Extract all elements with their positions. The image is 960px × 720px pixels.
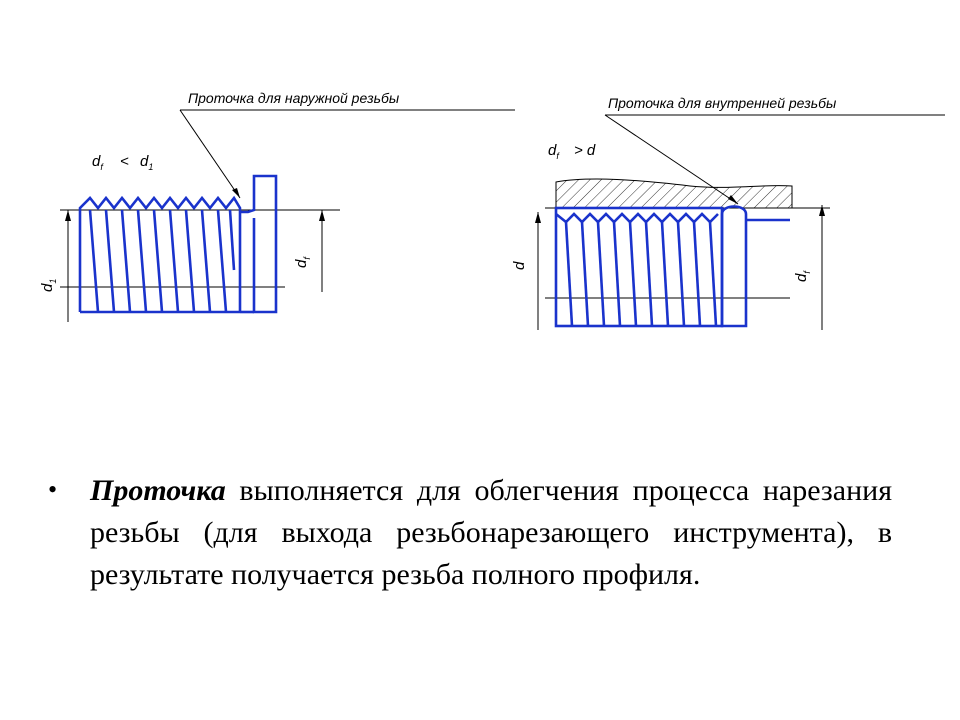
left-callout-leader <box>179 109 241 199</box>
internal-thread-view: Проточка для внутренней резьбы df > d d … <box>511 95 945 330</box>
left-leader-arrowhead <box>232 188 240 198</box>
right-compare-label: > d <box>574 142 596 159</box>
explanation-text: Проточка выполняется для облегчения проц… <box>90 470 892 596</box>
internal-thread-profile <box>554 205 790 328</box>
left-d1-label: d1 <box>140 153 153 172</box>
df-dimension-label: df <box>293 256 312 268</box>
external-thread-view: Проточка для наружной резьбы df < d1 d1 … <box>39 90 515 322</box>
right-df-dimension-label: df <box>793 270 812 282</box>
explanation-bullet: • Проточка выполняется для облегчения пр… <box>48 470 898 596</box>
left-df-label: df <box>92 153 104 172</box>
left-callout-label: Проточка для наружной резьбы <box>188 90 400 106</box>
explanation-body: выполняется для облегчения процесса наре… <box>90 474 892 591</box>
d1-arrowhead <box>65 210 71 221</box>
housing-section-hatch <box>555 178 793 209</box>
term-bold: Проточка <box>90 474 226 507</box>
right-callout-label: Проточка для внутренней резьбы <box>608 95 837 111</box>
d-arrowhead <box>535 212 541 223</box>
d1-dimension-label: d1 <box>39 279 58 292</box>
thread-undercut-diagram: Проточка для наружной резьбы df < d1 d1 … <box>39 90 945 330</box>
left-compare-sign: < <box>120 153 129 170</box>
d-dimension-label: d <box>511 261 528 270</box>
df-arrowhead <box>319 210 325 221</box>
right-df-label: df <box>548 142 560 161</box>
external-thread-profile <box>78 174 278 314</box>
right-df-arrowhead <box>819 205 825 216</box>
bullet-icon: • <box>48 475 58 504</box>
